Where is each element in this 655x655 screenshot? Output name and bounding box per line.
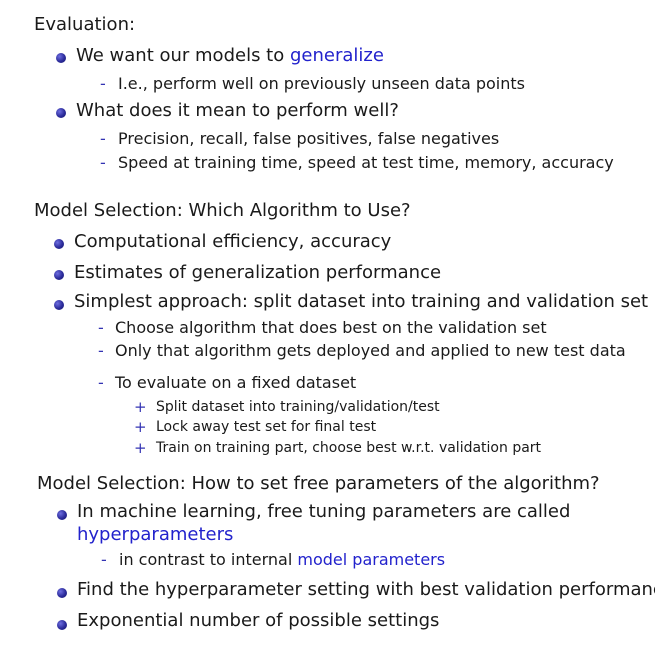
dash-icon: -	[100, 129, 106, 148]
term-generalize: generalize	[289, 45, 384, 66]
term-hyperparameters: hyperparameters	[77, 524, 234, 545]
item-train-choose: Train on training part, choose best w.r.…	[156, 440, 542, 456]
dash-icon: -	[98, 318, 104, 337]
plus-icon: +	[134, 398, 147, 416]
bullet-text: We want our models to	[76, 45, 290, 66]
section-heading-evaluation: Evaluation:	[34, 14, 136, 35]
item-lock-test-set: Lock away test set for final test	[156, 419, 377, 435]
dash-icon: -	[98, 373, 104, 392]
bullet-icon	[56, 108, 66, 118]
bullet-estimates: Estimates of generalization performance	[74, 262, 442, 283]
bullet-icon	[54, 300, 64, 310]
subbullet-deployed: Only that algorithm gets deployed and ap…	[115, 341, 626, 360]
subbullet-choose-algorithm: Choose algorithm that does best on the v…	[115, 318, 547, 337]
dash-icon: -	[100, 153, 106, 172]
bullet-exponential-settings: Exponential number of possible settings	[77, 610, 440, 631]
dash-icon: -	[101, 550, 107, 569]
dash-icon: -	[98, 341, 104, 360]
subbullet-metrics: Precision, recall, false positives, fals…	[118, 129, 500, 148]
item-split-dataset: Split dataset into training/validation/t…	[156, 399, 440, 415]
bullet-simplest-approach: Simplest approach: split dataset into tr…	[74, 291, 649, 312]
bullet-icon	[56, 53, 66, 63]
section-heading-free-parameters: Model Selection: How to set free paramet…	[37, 473, 600, 494]
term-model-parameters: model parameters	[297, 550, 446, 569]
bullet-icon	[57, 588, 67, 598]
subbullet-fixed-dataset: To evaluate on a fixed dataset	[115, 373, 357, 392]
bullet-efficiency: Computational efficiency, accuracy	[74, 231, 392, 252]
bullet-perform-well: What does it mean to perform well?	[76, 100, 399, 121]
bullet-generalize: We want our models to generalize	[76, 45, 384, 66]
bullet-best-validation: Find the hyperparameter setting with bes…	[77, 579, 655, 600]
dash-icon: -	[100, 74, 106, 93]
section-heading-which-algorithm: Model Selection: Which Algorithm to Use?	[34, 200, 411, 221]
plus-icon: +	[134, 418, 147, 436]
bullet-icon	[57, 620, 67, 630]
subbullet-unseen-data: I.e., perform well on previously unseen …	[118, 74, 525, 93]
bullet-tuning-parameters: In machine learning, free tuning paramet…	[77, 501, 571, 522]
subbullet-text: in contrast to internal	[119, 550, 298, 569]
bullet-icon	[57, 510, 67, 520]
subbullet-model-parameters: in contrast to internal model parameters	[119, 550, 445, 569]
bullet-icon	[54, 239, 64, 249]
plus-icon: +	[134, 439, 147, 457]
bullet-icon	[54, 270, 64, 280]
subbullet-speed: Speed at training time, speed at test ti…	[118, 153, 614, 172]
